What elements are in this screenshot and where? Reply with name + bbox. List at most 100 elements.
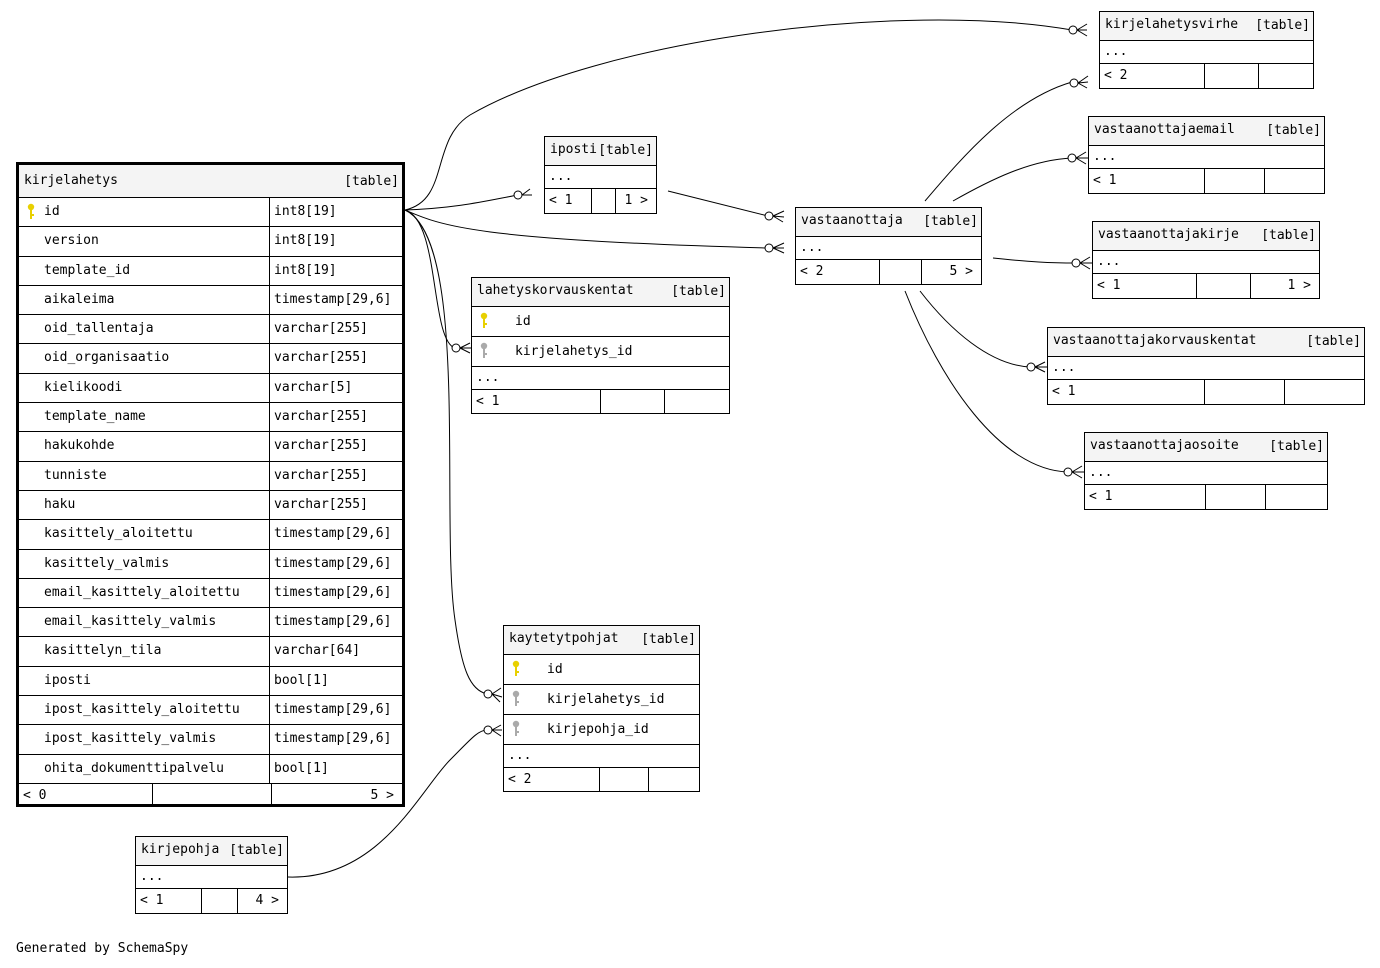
footer-divider [664,390,665,414]
table-vastaanottajaosoite[interactable]: vastaanottajaosoite [table] ... < 1 [1084,432,1328,510]
edge-vastaanottaja-vastaanottajaosoite [904,290,1069,473]
table-footer: < 2 [504,768,699,792]
column-name: oid_organisaatio [44,350,170,366]
table-header: vastaanottajakorvauskentat [table] [1048,328,1364,357]
edge-kirjelahetys-kaytetytpohjat [404,209,488,695]
table-kirjelahetysvirhe[interactable]: kirjelahetysvirhe [table] ... < 2 [1099,11,1314,89]
footer-divider [615,189,616,213]
edge-kirjelahetys-lahetyskorvauskentat [404,209,456,349]
table-kaytetytpohjat[interactable]: kaytetytpohjat [table] id kirjelahetys_i… [503,625,700,792]
footer-divider [1258,64,1259,88]
column-name: kielikoodi [44,379,123,395]
column-row: kasittelyn_tila varchar[64] [19,637,402,667]
edge-kirjelahetys-kirjelahetysvirhe [404,19,1073,211]
table-vastaanottajakorvauskentat[interactable]: vastaanottajakorvauskentat [table] ... <… [1047,327,1365,405]
column-row: kirjepohja_id [504,715,699,745]
column-type: varchar[255] [274,496,368,512]
footer-left: < 1 [476,394,500,409]
more-columns: ... [504,745,699,768]
footer-divider [1204,380,1205,404]
column-divider [269,608,270,637]
column-name: template_id [44,262,131,278]
footer-divider [1284,380,1285,404]
column-type: int8[19] [274,233,337,249]
foreign-key-icon [512,690,520,706]
column-name: ipost_kasittely_valmis [44,731,217,747]
column-name: ipost_kasittely_aloitettu [44,702,240,718]
column-type: varchar[255] [274,438,368,454]
table-type: [table] [923,214,978,229]
footer-divider [1205,485,1206,509]
column-divider [269,578,270,608]
column-row: haku varchar[255] [19,490,402,521]
footer-left: < 2 [508,772,532,787]
column-divider [269,696,270,725]
column-row: kirjelahetys_id [472,337,729,367]
more-columns: ... [1089,146,1324,169]
footer-right: 1 > [624,193,648,208]
table-name: iposti [550,142,597,157]
table-type: [table] [1306,334,1361,349]
column-name: email_kasittely_aloitettu [44,584,240,600]
column-row: template_id int8[19] [19,256,402,286]
table-type: [table] [671,284,726,299]
table-header: kirjelahetysvirhe [table] [1100,12,1313,41]
more-columns: ... [796,237,981,260]
footer-right: 5 > [949,264,973,279]
column-type: int8[19] [274,262,337,278]
table-kirjepohja[interactable]: kirjepohja [table] ... < 1 4 > [135,836,288,914]
edge-kirjelahetys-vastaanottaja [404,209,769,249]
column-type: timestamp[29,6] [274,702,392,718]
column-row: id [504,655,699,685]
table-header: vastaanottajaemail [table] [1089,117,1324,146]
table-type: [table] [229,843,284,858]
table-name: kirjelahetys [24,173,118,188]
footer-divider [600,390,601,414]
table-vastaanottajakirje[interactable]: vastaanottajakirje [table] ... < 1 1 > [1092,221,1320,299]
generated-by-label: Generated by SchemaSpy [16,941,189,956]
column-name: kirjepohja_id [547,722,649,737]
footer-divider [591,189,592,213]
column-row: id [472,307,729,337]
table-footer: < 1 1 > [1093,274,1319,298]
table-footer: < 1 [472,390,729,414]
column-type: varchar[255] [274,350,368,366]
column-type: timestamp[29,6] [274,555,392,571]
table-vastaanottaja[interactable]: vastaanottaja [table] ... < 2 5 > [795,207,982,285]
table-type: [table] [1255,18,1310,33]
table-type: [table] [598,143,653,158]
table-lahetyskorvauskentat[interactable]: lahetyskorvauskentat [table] id kirjelah… [471,277,730,414]
column-name: haku [44,496,76,512]
footer-right: 4 > [255,893,279,908]
footer-divider [599,768,600,792]
column-type: int8[19] [274,204,337,219]
edge-vastaanottaja-kirjelahetysvirhe [924,81,1073,202]
table-name: vastaanottajaemail [1094,122,1235,137]
footer-divider [1264,169,1265,193]
column-divider [269,285,270,315]
foreign-key-icon [480,342,488,358]
footer-divider [879,260,880,284]
table-iposti[interactable]: iposti [table] ... < 1 1 > [544,136,657,214]
column-type: timestamp[29,6] [274,731,392,747]
column-divider [269,403,270,432]
column-name: kasittely_valmis [44,555,170,571]
table-vastaanottajaemail[interactable]: vastaanottajaemail [table] ... < 1 [1088,116,1325,194]
column-name: id [547,662,563,677]
edge-vastaanottaja-vastaanottajakorvauskentat [919,290,1031,368]
column-name: kirjelahetys_id [547,692,665,707]
column-name: kasittelyn_tila [44,643,162,659]
column-divider [269,198,270,227]
column-type: varchar[64] [274,643,361,659]
footer-right: 1 > [1287,278,1311,293]
table-header: lahetyskorvauskentat [table] [472,278,729,307]
primary-key-icon [27,203,35,219]
